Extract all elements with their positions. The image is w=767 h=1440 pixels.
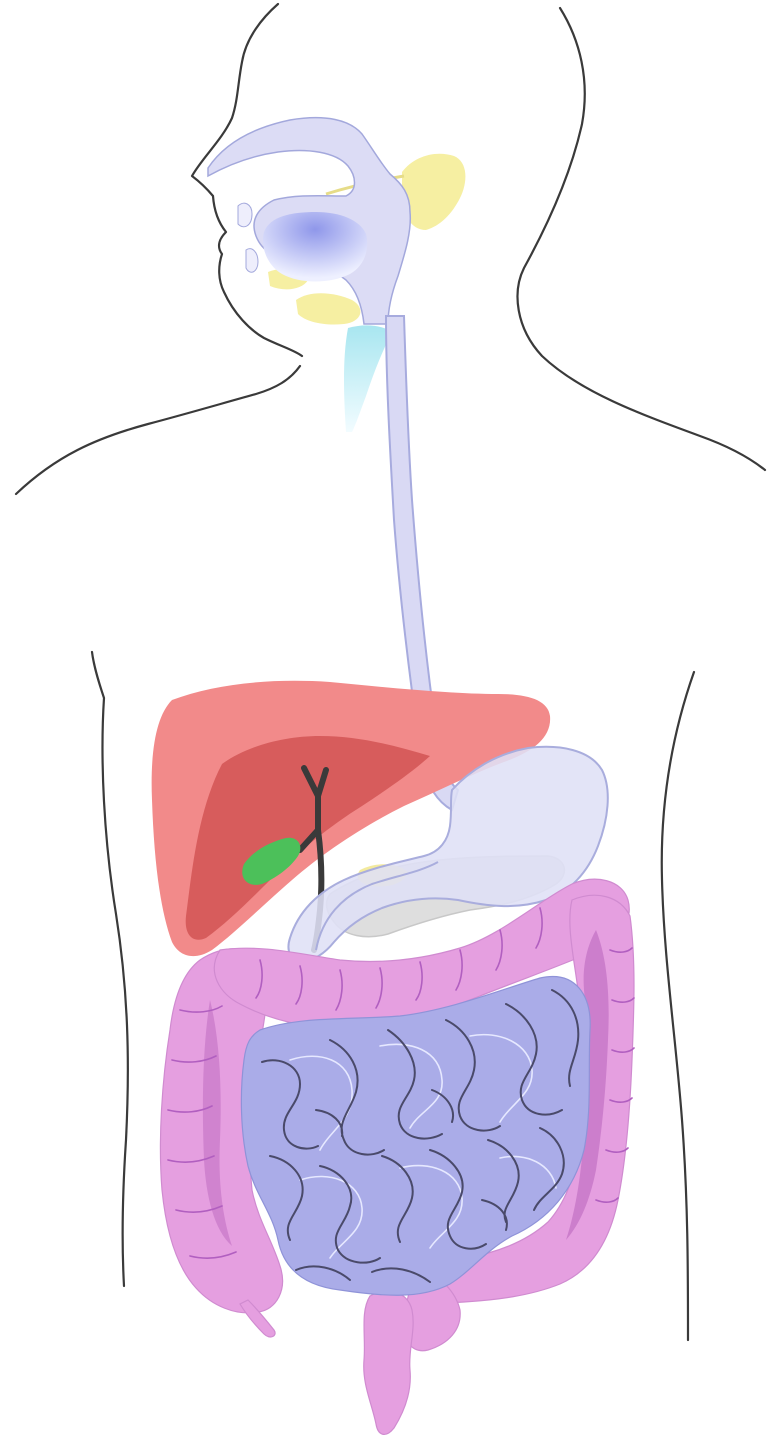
oral-cavity <box>263 212 367 282</box>
upper-teeth <box>238 203 252 227</box>
torso-left-outline <box>92 652 128 1286</box>
teeth <box>238 203 258 272</box>
submandibular-gland <box>296 293 360 324</box>
neck-left-outline <box>16 366 300 494</box>
neck-right-outline <box>518 8 765 470</box>
parotid-gland <box>402 154 465 230</box>
head-outline <box>192 4 302 356</box>
trachea <box>344 325 392 432</box>
lower-teeth <box>246 249 258 273</box>
rectum <box>364 1291 413 1434</box>
torso-right-outline <box>662 672 694 1340</box>
